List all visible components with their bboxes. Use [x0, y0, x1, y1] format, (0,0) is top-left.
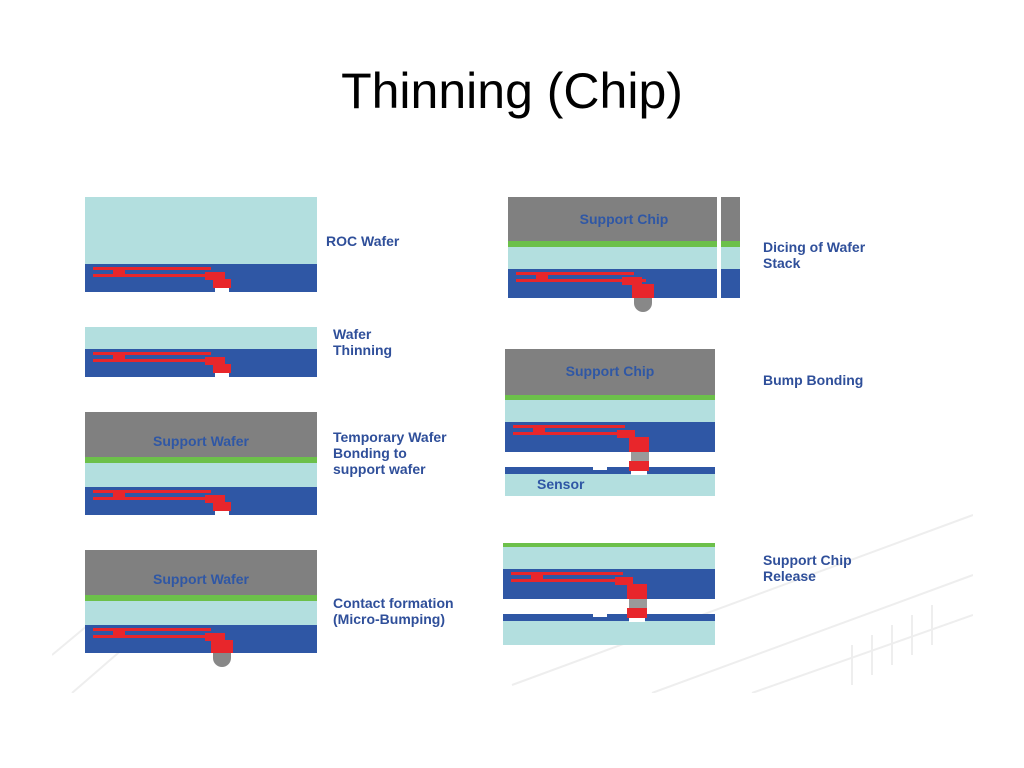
- metal-pad: [617, 430, 635, 438]
- roc-light-layer: [503, 547, 715, 569]
- support-chip: Support Chip: [505, 349, 715, 395]
- bonding-layer: [505, 395, 715, 400]
- metal-pad: [205, 272, 225, 280]
- label-dicing: Dicing of Wafer Stack: [763, 239, 866, 271]
- bonding-layer: [85, 595, 317, 601]
- metal-line: [93, 628, 211, 631]
- support-wafer: Support Wafer: [85, 412, 317, 457]
- contact-opening: [215, 288, 229, 292]
- label-contact-formation: Contact formation (Micro-Bumping): [333, 595, 454, 627]
- sensor-layer: [503, 621, 715, 645]
- step-support-chip-release: [503, 543, 715, 645]
- metal-pad: [211, 640, 233, 653]
- sensor-label: Sensor: [537, 476, 585, 492]
- metal-line: [93, 490, 211, 493]
- step-dicing: Support Chip: [508, 197, 740, 315]
- metal-pad: [213, 364, 231, 373]
- metal-pad: [627, 608, 647, 614]
- step-roc-wafer: [85, 197, 317, 292]
- metal-pad: [533, 427, 545, 435]
- sensor-gap: [593, 467, 607, 470]
- metal-pad: [536, 274, 548, 282]
- metal-line: [93, 352, 211, 355]
- roc-light-layer: [85, 327, 317, 349]
- support-wafer: Support Wafer: [85, 550, 317, 595]
- bonding-layer: [508, 241, 740, 247]
- roc-light-layer: [505, 400, 715, 422]
- label-roc-wafer: ROC Wafer: [326, 233, 400, 249]
- contact-opening: [629, 618, 645, 622]
- metal-line: [93, 635, 223, 638]
- dicing-cut: [717, 197, 721, 298]
- roc-light-layer: [85, 463, 317, 487]
- contact-opening: [631, 471, 647, 475]
- step-wafer-thinning: [85, 327, 317, 377]
- metal-pad: [213, 279, 231, 288]
- step-temporary-bonding: Support Wafer: [85, 412, 317, 515]
- metal-pad: [113, 630, 125, 638]
- metal-pad: [205, 495, 225, 503]
- sensor-layer: [505, 474, 715, 496]
- metal-pad: [629, 461, 649, 467]
- micro-bump: [634, 298, 652, 312]
- sensor-metal-layer: [503, 614, 715, 621]
- metal-pad: [113, 492, 125, 500]
- metal-line: [93, 359, 223, 362]
- roc-light-layer: [85, 601, 317, 625]
- metal-line: [93, 274, 223, 277]
- metal-line: [511, 579, 631, 582]
- metal-pad: [531, 574, 543, 582]
- metal-pad: [632, 284, 654, 298]
- bonding-layer: [85, 457, 317, 463]
- slide-title: Thinning (Chip): [341, 63, 683, 119]
- label-bump-bonding: Bump Bonding: [763, 372, 864, 388]
- metal-pad: [205, 357, 225, 365]
- metal-line: [93, 497, 223, 500]
- metal-pad: [205, 633, 225, 641]
- label-temporary-bonding: Temporary Wafer Bonding to support wafer: [333, 429, 447, 477]
- metal-pad: [615, 577, 633, 585]
- metal-pad: [629, 437, 649, 452]
- metal-line: [516, 272, 634, 275]
- metal-pad: [627, 614, 647, 618]
- metal-pad: [629, 467, 649, 471]
- contact-opening: [215, 373, 229, 377]
- label-wafer-thinning: Wafer Thinning: [333, 326, 393, 358]
- support-chip: Support Chip: [508, 197, 740, 241]
- metal-line: [511, 572, 623, 575]
- metal-line: [93, 267, 211, 270]
- step-contact-formation: Support Wafer: [85, 550, 317, 670]
- metal-pad: [113, 269, 125, 277]
- metal-pad: [627, 584, 647, 599]
- metal-line: [513, 425, 625, 428]
- process-diagram: ROC Wafer Wafer Thinning Support Wafer T…: [52, 185, 973, 693]
- contact-opening: [215, 511, 229, 515]
- label-support-chip-release: Support Chip Release: [763, 552, 852, 584]
- sensor-metal-layer: [505, 467, 715, 474]
- micro-bump: [213, 653, 231, 667]
- metal-line: [513, 432, 633, 435]
- metal-pad: [113, 354, 125, 362]
- sensor-gap: [593, 614, 607, 617]
- roc-light-layer: [85, 197, 317, 264]
- metal-line: [516, 279, 646, 282]
- bonding-layer: [503, 543, 715, 547]
- metal-pad: [622, 277, 642, 285]
- background-decoration: [52, 514, 973, 693]
- metal-pad: [213, 502, 231, 511]
- roc-light-layer: [508, 247, 740, 269]
- step-bump-bonding: Support Chip Sensor: [505, 349, 715, 496]
